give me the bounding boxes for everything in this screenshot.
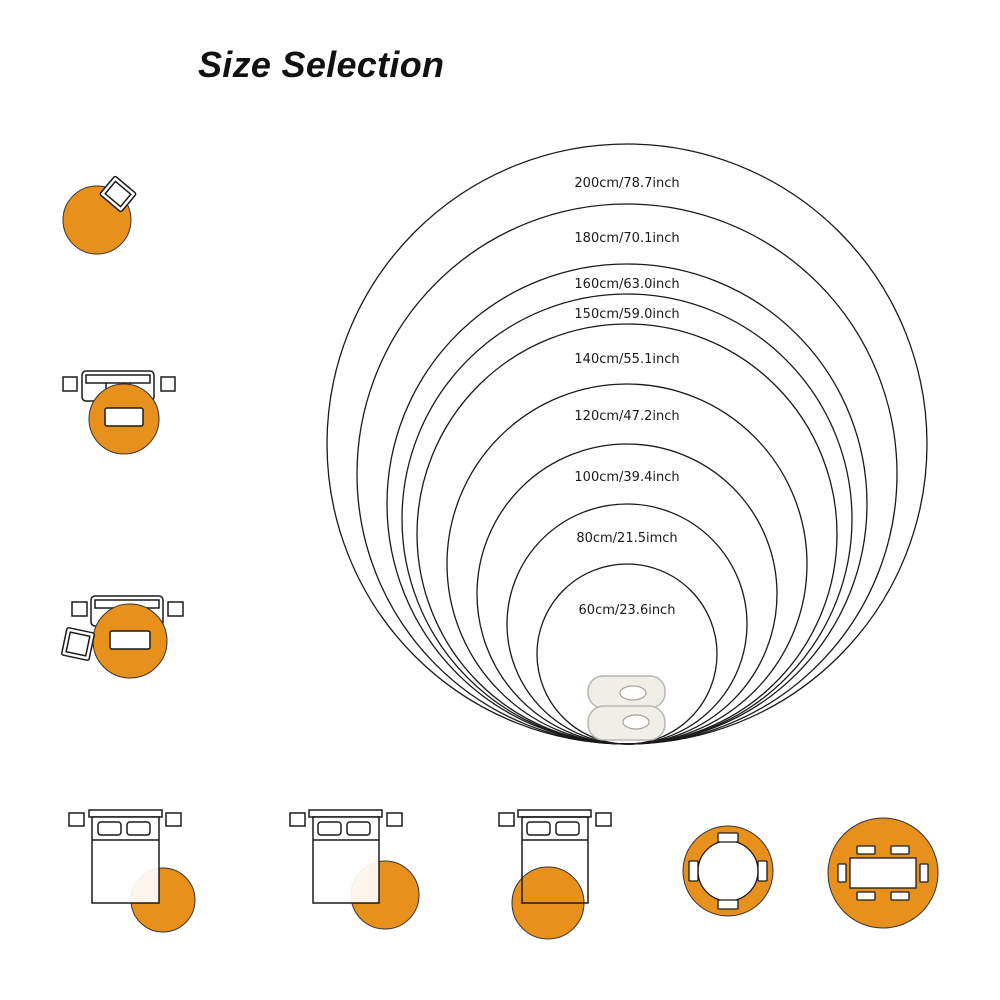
nightstand-icon: [165, 812, 182, 827]
nightstand-icon: [68, 812, 85, 827]
side-table-icon: [160, 376, 176, 392]
chair-icon: [890, 845, 910, 855]
rug-beside-bed-medium-scene: [289, 809, 420, 930]
rect-table-icon: [849, 857, 917, 889]
bed-icon: [308, 809, 383, 904]
size-rings: 200cm/78.7inch 180cm/70.1inch 160cm/63.0in…: [326, 143, 928, 745]
chair-icon: [837, 863, 847, 883]
rug-with-sofa-scene: [62, 370, 176, 455]
nightstand-icon: [289, 812, 306, 827]
coffee-table-icon: [109, 630, 151, 650]
bed-icon: [517, 809, 592, 904]
size-label-80cm: 80cm/21.5imch: [576, 531, 677, 546]
size-label-150cm: 150cm/59.0inch: [574, 307, 679, 322]
chair-icon: [856, 845, 876, 855]
rug-under-bed-scene: [498, 809, 612, 940]
size-label-180cm: 180cm/70.1inch: [574, 231, 679, 246]
slippers-scale-icon: [587, 675, 666, 741]
rug-with-sofa-and-chair-scene: [61, 595, 184, 679]
coffee-table-icon: [104, 407, 144, 427]
chair-icon: [717, 832, 739, 843]
round-table-icon: [697, 840, 759, 902]
chair-icon: [890, 891, 910, 901]
rug-with-chair-scene: [62, 175, 137, 255]
side-table-icon: [167, 601, 184, 617]
size-label-160cm: 160cm/63.0inch: [574, 277, 679, 292]
chair-icon: [688, 860, 699, 882]
chair-icon: [757, 860, 768, 882]
page-title: Size Selection: [198, 44, 445, 85]
chair-icon: [717, 899, 739, 910]
size-label-200cm: 200cm/78.7inch: [574, 176, 679, 191]
chair-icon: [99, 175, 137, 213]
rug-beside-bed-small-scene: [68, 809, 196, 933]
size-label-140cm: 140cm/55.1inch: [574, 352, 679, 367]
chair-icon: [919, 863, 929, 883]
nightstand-icon: [498, 812, 515, 827]
size-label-100cm: 100cm/39.4inch: [574, 470, 679, 485]
rug-under-rect-table-scene: [827, 817, 939, 929]
chair-icon: [61, 627, 95, 661]
rug-under-round-table-scene: [682, 825, 774, 917]
side-table-icon: [71, 601, 88, 617]
bed-icon: [88, 809, 163, 904]
nightstand-icon: [386, 812, 403, 827]
size-label-60cm: 60cm/23.6inch: [579, 603, 676, 618]
size-label-120cm: 120cm/47.2inch: [574, 409, 679, 424]
side-table-icon: [62, 376, 78, 392]
size-ring-60cm: [536, 563, 718, 745]
chair-icon: [856, 891, 876, 901]
nightstand-icon: [595, 812, 612, 827]
